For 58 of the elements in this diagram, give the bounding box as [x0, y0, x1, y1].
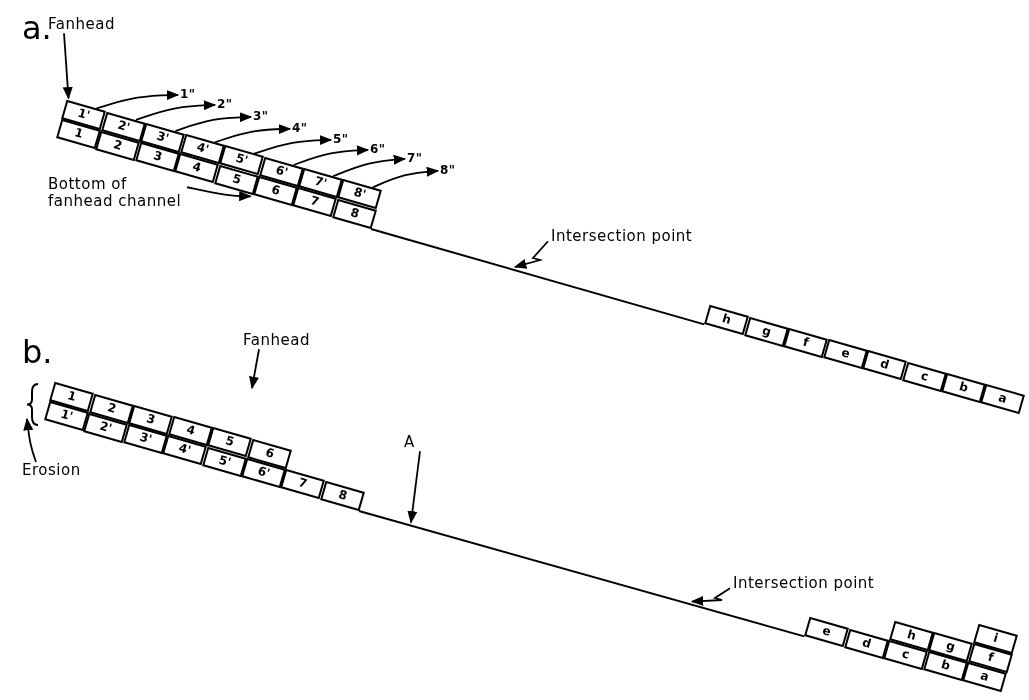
layer-cell: 4' [162, 435, 208, 466]
layer-label: 8" [440, 164, 456, 178]
curved-arrow [332, 154, 407, 178]
layer-cell: 5' [201, 446, 247, 477]
layer-cell: 7 [280, 469, 326, 500]
callout-text: Intersection point [733, 575, 875, 593]
layer-cell: c [883, 639, 929, 671]
layer-cell: 2 [95, 130, 141, 162]
point-label: A [404, 434, 415, 452]
layer-cell: 3 [134, 141, 180, 173]
layer-cell: 6 [253, 175, 298, 207]
layer-cell: 7 [292, 187, 338, 218]
layer-cell: 8 [331, 198, 377, 229]
zigzag-arrow [690, 587, 731, 606]
curved-arrow [371, 166, 440, 189]
layer-cell: d [843, 628, 889, 659]
layer-cell: 2' [83, 412, 129, 444]
layer-cell: 8 [319, 480, 365, 511]
leader-arrow [249, 348, 260, 390]
curved-arrow [95, 90, 180, 110]
layer-cell: a [962, 662, 1008, 693]
curved-arrow [213, 124, 292, 144]
layer-cell: a [980, 384, 1026, 415]
layer-label: 4" [292, 122, 308, 136]
leader-arrow [62, 32, 73, 100]
layer-label: 6" [370, 143, 386, 157]
leader-arrow [407, 450, 421, 524]
layer-cell: 4 [174, 153, 220, 184]
leader-arrow [186, 186, 252, 202]
curved-arrow [174, 112, 253, 132]
curved-arrow [135, 100, 217, 121]
curved-arrow [253, 135, 333, 155]
curved-arrow [292, 145, 370, 166]
layer-label: 2" [217, 98, 233, 112]
layer-label: 7" [407, 152, 423, 166]
layer-cell: f [967, 642, 1013, 674]
layer-cell: h [704, 305, 750, 336]
layer-cell: 1 [55, 119, 101, 150]
layer-cell: 1' [43, 401, 89, 432]
layer-cell: g [743, 316, 789, 347]
zigzag-arrow [513, 240, 549, 269]
layer-cell: 6' [241, 457, 286, 489]
layer-cell: 5 [213, 164, 259, 195]
curved-arrow [23, 417, 37, 463]
layer-label: 1" [180, 88, 196, 102]
callout-text: Erosion [22, 462, 81, 480]
layer-cell: 3' [122, 423, 168, 455]
layer-cell: h [888, 620, 934, 651]
layer-cell: e [822, 338, 868, 370]
layer-cell: b [940, 372, 986, 404]
layer-cell: c [901, 361, 947, 393]
layer-cell: e [804, 617, 850, 648]
layer-cell: f [783, 327, 829, 359]
layer-label: 5" [333, 133, 349, 147]
layer-label: 3" [253, 110, 269, 124]
callout-text: Fanhead [243, 332, 310, 350]
layer-cell: d [862, 350, 908, 381]
panel-label: b. [22, 336, 53, 368]
